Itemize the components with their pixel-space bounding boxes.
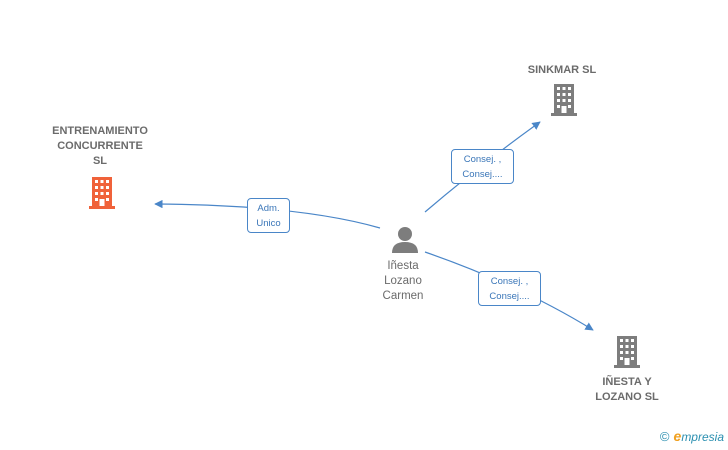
edge-label-consej-sinkmar[interactable]: Consej. , Consej.... xyxy=(451,149,514,184)
building-icon-sinkmar[interactable] xyxy=(551,84,577,116)
building-icon-entrenamiento[interactable] xyxy=(87,177,117,209)
building-icon-inesta-lozano[interactable] xyxy=(614,336,640,368)
person-icon[interactable] xyxy=(392,227,418,253)
edge-label-consej-inesta[interactable]: Consej. , Consej.... xyxy=(478,271,541,306)
company-label-sinkmar[interactable]: SINKMAR SL xyxy=(527,64,597,76)
copyright-icon: © xyxy=(659,428,670,444)
company-label-inesta-lozano[interactable]: IÑESTA Y LOZANO SL xyxy=(595,376,659,403)
empresia-logo: © empresia xyxy=(659,428,724,444)
edge-label-adm-unico[interactable]: Adm. Unico xyxy=(247,198,290,233)
person-label[interactable]: Iñesta Lozano Carmen xyxy=(382,260,424,302)
company-label-entrenamiento[interactable]: ENTRENAMIENTO CONCURRENTE SL xyxy=(52,125,148,167)
